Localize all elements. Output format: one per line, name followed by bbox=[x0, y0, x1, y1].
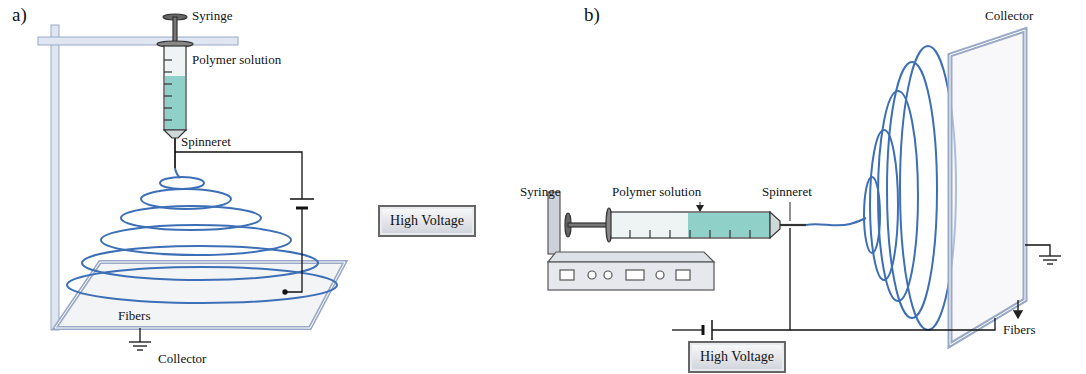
panel-letter: b) bbox=[584, 4, 600, 25]
collector-plate bbox=[950, 30, 1025, 345]
part-label: Collector bbox=[985, 8, 1033, 23]
wire bbox=[175, 152, 302, 294]
box-label: High Voltage bbox=[389, 213, 465, 229]
battery-symbol bbox=[703, 320, 712, 340]
wire bbox=[672, 228, 1018, 330]
part-label: Spinneret bbox=[762, 184, 812, 199]
ground-symbol bbox=[1025, 245, 1061, 264]
part-label: Fibers bbox=[118, 308, 151, 323]
panel-letter: a) bbox=[12, 4, 27, 25]
syringe-pump bbox=[548, 192, 714, 290]
syringe bbox=[565, 208, 806, 242]
voltage-supply-box: High Voltage bbox=[688, 341, 786, 373]
voltage-supply-box: High Voltage bbox=[378, 205, 476, 237]
fiber-spiral bbox=[67, 168, 337, 303]
fiber-spiral bbox=[806, 46, 956, 330]
ground-symbol bbox=[129, 328, 151, 350]
part-label: Syringe bbox=[520, 184, 560, 199]
leader-line bbox=[700, 202, 790, 221]
part-label: Polymer solution bbox=[612, 184, 701, 199]
box-label: High Voltage bbox=[699, 349, 775, 365]
part-label: Fibers bbox=[1003, 322, 1036, 337]
part-label: Collector bbox=[158, 351, 206, 366]
battery-symbol bbox=[290, 199, 314, 208]
part-label: Polymer solution bbox=[192, 52, 281, 67]
part-label: Spinneret bbox=[181, 134, 231, 149]
part-label: Syringe bbox=[192, 8, 232, 23]
